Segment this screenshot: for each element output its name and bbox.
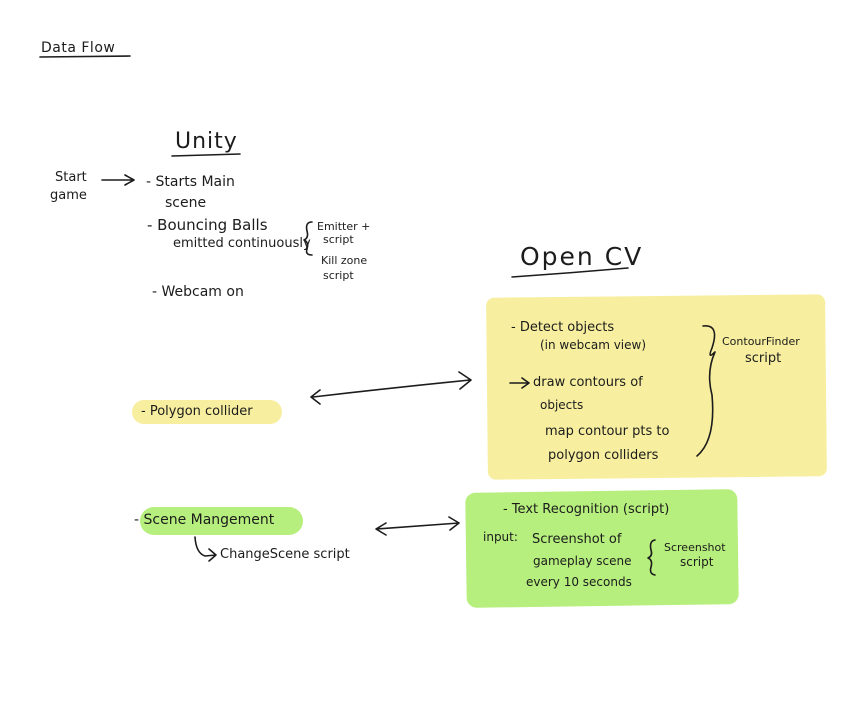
polygon-opencv-arrow [310, 371, 472, 405]
polygon-collider-highlight [132, 400, 282, 424]
text-recognition-label: - Text Recognition (script) [503, 502, 670, 517]
input-line-screenshot: Screenshot of [532, 532, 622, 547]
start-arrow [101, 174, 135, 186]
unity-heading: Unity [175, 129, 238, 154]
title-underline [39, 55, 131, 58]
scene-text-arrow [375, 516, 460, 536]
unity-item-bouncing-balls: - Bouncing Balls [147, 216, 268, 234]
opencv-heading: Open CV [520, 242, 644, 271]
contour-line-polygon: polygon colliders [548, 448, 659, 463]
change-scene-hook [194, 536, 217, 562]
contour-line-objects: objects [540, 398, 584, 412]
contour-line-detect: - Detect objects [511, 320, 615, 335]
start-game-line-2: game [50, 188, 87, 203]
scene-management-highlight [140, 507, 303, 535]
input-line-every: every 10 seconds [526, 575, 632, 589]
change-scene-label: ChangeScene script [220, 547, 350, 562]
contour-line-map: map contour pts to [545, 424, 670, 439]
start-game-line-1: Start [55, 170, 87, 185]
input-label: input: [483, 530, 518, 544]
screenshot-note-1: Screenshot [664, 541, 726, 554]
unity-item-emitted: emitted continuously [173, 236, 311, 251]
unity-underline [171, 153, 241, 157]
emitter-note-1: Emitter + [317, 220, 371, 233]
emitter-note-3: Kill zone [321, 254, 368, 267]
contour-line-webcam: (in webcam view) [540, 338, 647, 352]
unity-item-scene: scene [165, 195, 207, 211]
emitter-note-2: script [323, 233, 354, 246]
screenshot-note-2: script [680, 555, 714, 569]
contour-note-2: script [745, 351, 782, 366]
unity-item-starts-main: - Starts Main [146, 174, 235, 190]
unity-item-webcam: - Webcam on [152, 284, 244, 300]
page-title: Data Flow [41, 40, 116, 56]
contour-line-draw: draw contours of [533, 375, 643, 390]
input-line-gameplay: gameplay scene [533, 554, 632, 568]
contour-note-1: ContourFinder [722, 335, 800, 348]
scene-management-label: - Scene Mangement [134, 512, 275, 528]
polygon-collider-label: - Polygon collider [141, 404, 253, 419]
emitter-note-4: script [323, 269, 354, 282]
